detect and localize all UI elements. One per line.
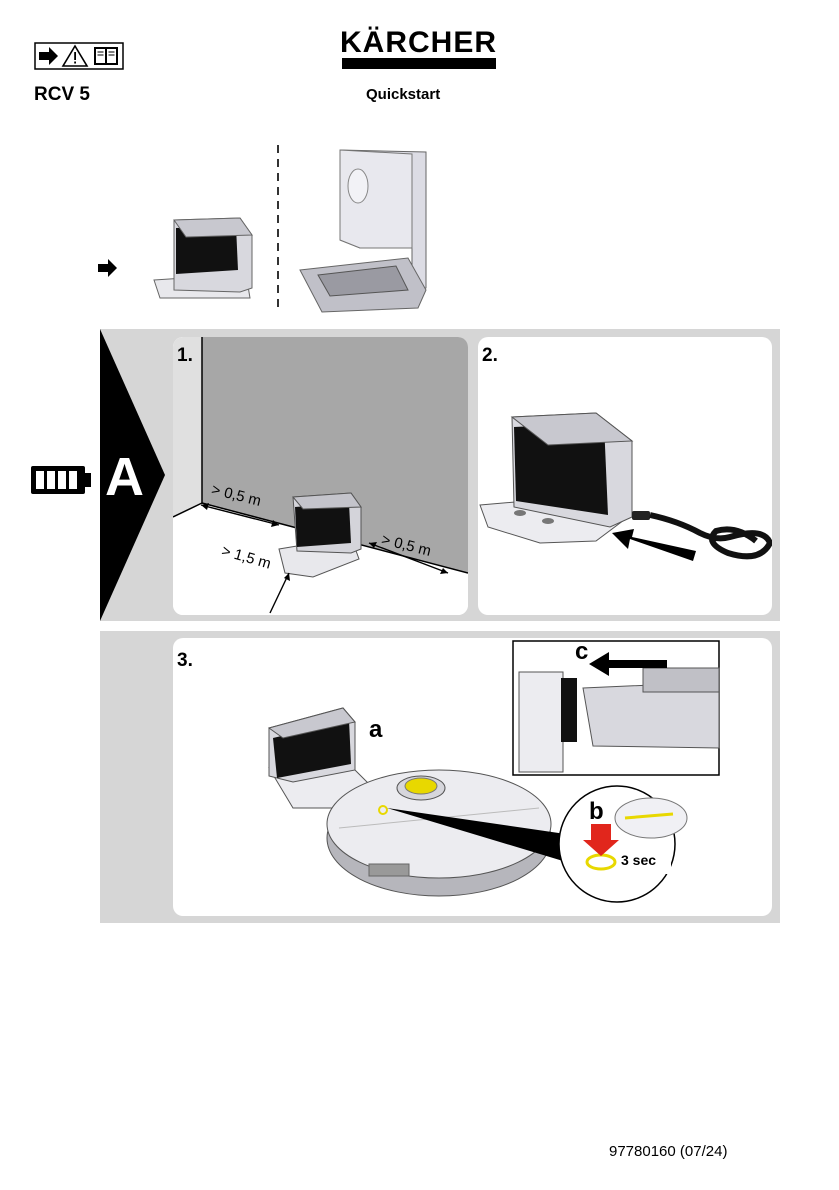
section-a-label: A (105, 447, 144, 507)
step-3-number: 3. (177, 650, 193, 671)
brand-logo-bar (342, 58, 496, 69)
battery-full-icon (31, 466, 91, 494)
dock-robot-illustration (267, 640, 720, 903)
document-code: 97780160 (07/24) (609, 1143, 728, 1160)
placement-clearance-illustration (173, 337, 468, 615)
arrow-right-icon (98, 259, 117, 277)
brand-logo: KÄRCHER (340, 26, 497, 59)
arrow-right-icon (39, 47, 58, 65)
safety-notice-icons (34, 42, 124, 70)
model-name: RCV 5 (34, 84, 90, 105)
manual-book-icon (94, 47, 118, 65)
step-1-panel: 1. > 0,5 m > 0,5 m > 1,5 m (173, 337, 468, 615)
step-2-number: 2. (482, 345, 498, 366)
press-duration-label: 3 sec (621, 852, 657, 868)
auto-empty-station (299, 149, 427, 313)
section-a-marker (100, 329, 165, 621)
station-variants-illustration (98, 145, 427, 313)
step-3-panel: 3. a b c 3 sec (173, 638, 772, 916)
callout-a: a (369, 716, 383, 743)
connect-power-illustration (479, 412, 772, 561)
step-1-number: 1. (177, 345, 193, 366)
page-subtitle: Quickstart (366, 86, 441, 103)
step-2-panel: 2. (478, 337, 772, 615)
callout-c: c (575, 638, 589, 665)
charging-station-small (153, 217, 253, 299)
warning-icon (61, 44, 89, 67)
callout-b: b (589, 798, 604, 825)
